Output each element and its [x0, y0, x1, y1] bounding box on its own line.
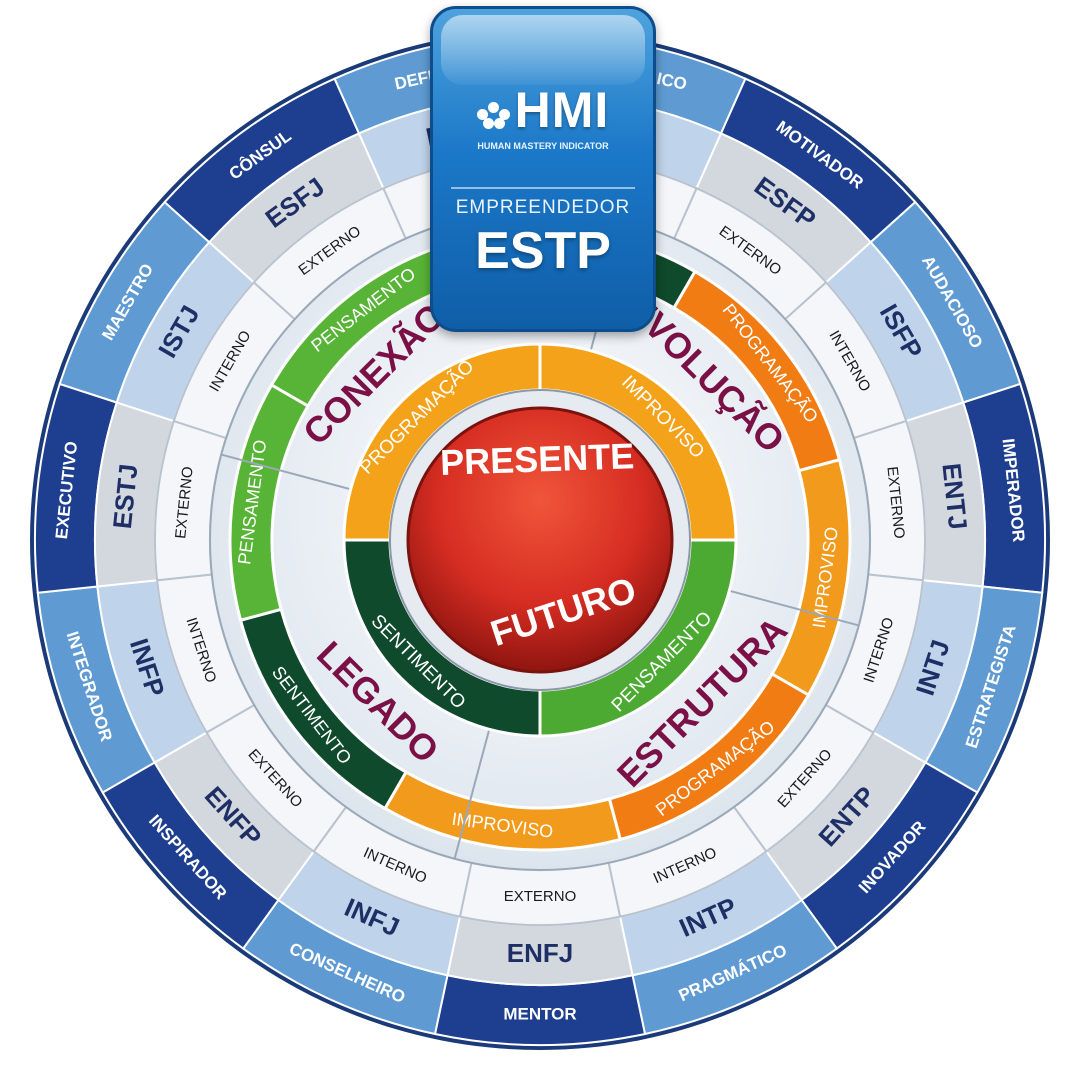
type-name: EMPREENDEDOR: [455, 197, 631, 218]
logo-hexagon-icon: [476, 99, 511, 129]
center-top-label: PRESENTE: [439, 435, 634, 483]
center-button: [406, 406, 674, 674]
orientation-label: EXTERNO: [504, 888, 577, 905]
type-code-label: ESTJ: [107, 462, 144, 530]
type-code-label: ENFJ: [507, 938, 573, 968]
hmi-logo: HMI: [433, 81, 653, 139]
badge-divider: [451, 187, 635, 189]
type-badge: HMI HUMAN MASTERY INDICATOR EMPREENDEDOR…: [430, 6, 656, 332]
badge-gloss: [441, 15, 645, 85]
brand-subtitle: HUMAN MASTERY INDICATOR: [477, 141, 609, 151]
function-segment: [228, 382, 310, 623]
type-code-label: ENTJ: [936, 462, 973, 531]
archetype-label: MENTOR: [503, 1004, 576, 1023]
type-code: ESTP: [475, 222, 611, 280]
brand-name: HMI: [514, 82, 610, 138]
